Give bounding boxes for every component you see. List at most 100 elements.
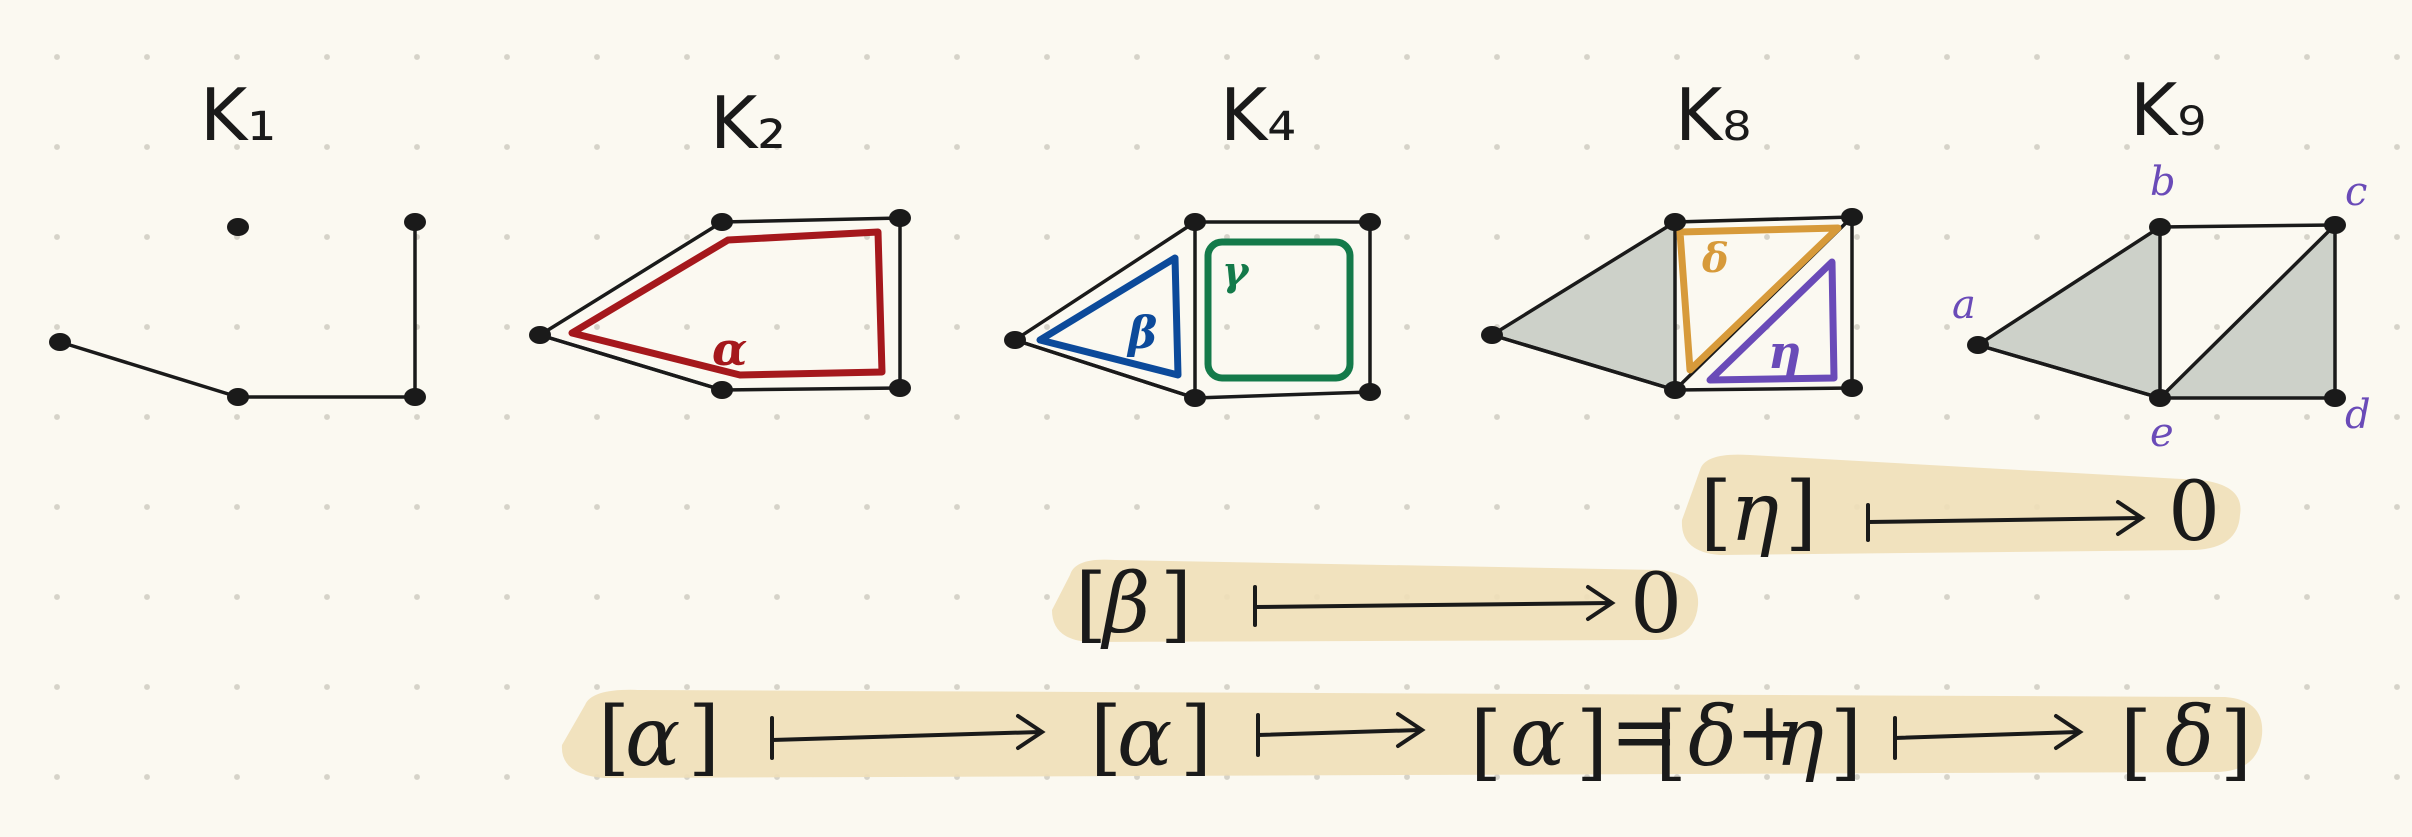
vertex [1664, 213, 1686, 231]
vertex [889, 209, 911, 227]
title-k2: K₂ [710, 81, 786, 165]
complex-k1 [49, 213, 426, 406]
filled-face [1492, 222, 1675, 390]
arrow-head [2054, 714, 2084, 750]
row1-target: 0 [2168, 465, 2220, 560]
vertex [227, 388, 249, 406]
highlight-row2 [1052, 559, 1699, 642]
edge [1013, 338, 1197, 400]
edge [1976, 343, 2162, 400]
cycle-eta [1706, 258, 1838, 384]
row3-term4: δ [2165, 690, 2214, 785]
cycle-beta [1036, 254, 1182, 379]
complex-k2: α [529, 209, 911, 399]
edge [538, 333, 724, 392]
vertex-label-d: d [2345, 392, 2371, 438]
highlight-row1 [1681, 454, 2241, 555]
bracket-close: ] [1830, 695, 1862, 790]
vertex [1841, 379, 1863, 397]
mapsto-arrow [1893, 730, 2080, 740]
bracket-open: [ [1090, 690, 1122, 785]
row3-term3-right-b: η [1775, 690, 1824, 785]
bracket-open: [ [1470, 695, 1502, 790]
bracket-close: ] [688, 690, 720, 785]
vertex [1004, 331, 1026, 349]
vertex [1841, 208, 1863, 226]
arrow-head [2116, 500, 2146, 536]
row3-term1: α [625, 690, 680, 785]
bracket-open: [ [2120, 695, 2152, 790]
title-k1: K₁ [200, 73, 276, 157]
bracket-close: ] [1785, 465, 1817, 560]
cycle-eta-label: η [1768, 325, 1801, 379]
vertex [1481, 326, 1503, 344]
vertex-e [2149, 389, 2171, 407]
equals-sign: = [1610, 685, 1679, 780]
vertex-c [2324, 216, 2346, 234]
vertex-label-a: a [1952, 282, 1976, 328]
mapsto-arrow [1253, 601, 1612, 609]
complex-k4: β γ [1004, 213, 1381, 407]
vertex [889, 379, 911, 397]
title-k8: K₈ [1675, 73, 1751, 157]
title-k4: K₄ [1220, 73, 1296, 157]
vertex-label-b: b [2150, 159, 2176, 205]
vertex [1359, 213, 1381, 231]
vertex [404, 388, 426, 406]
filled-face [1978, 227, 2160, 398]
highlight-row3 [561, 689, 2263, 778]
vertex [1664, 381, 1686, 399]
vertex-label-c: c [2345, 169, 2367, 215]
title-k9: K₉ [2130, 68, 2206, 152]
mapsto-arrow [1256, 728, 1422, 737]
vertex [49, 333, 71, 351]
row2-source: β [1100, 557, 1150, 652]
mapsto-arrow [1866, 516, 2142, 524]
plus-sign: + [1735, 685, 1804, 780]
arrow-head [1396, 712, 1426, 748]
vertex [1184, 389, 1206, 407]
bracket-open: [ [598, 690, 630, 785]
vertex-d [2324, 389, 2346, 407]
cycle-alpha [568, 228, 886, 379]
bracket-open: [ [1700, 465, 1732, 560]
arrow-head [1016, 714, 1046, 750]
complex-k9: a b c d e [1952, 159, 2371, 456]
cycle-gamma [1204, 238, 1354, 382]
vertex [711, 381, 733, 399]
mapsto-arrow [770, 730, 1042, 742]
edge [58, 340, 240, 399]
bracket-open: [ [1655, 695, 1687, 790]
vertex-label-e: e [2150, 410, 2174, 456]
map-row2: [ β ] 0 [1075, 557, 1682, 652]
vertex [1359, 383, 1381, 401]
cycle-beta-label: β [1126, 308, 1157, 359]
map-row3: [ α ] [ α ] [ α ] = [ δ + η ] [ δ ] [598, 685, 2252, 790]
k4-outline [1013, 220, 1372, 400]
row2-target: 0 [1630, 557, 1682, 652]
bracket-close: ] [2220, 695, 2252, 790]
vertex [227, 218, 249, 236]
vertex-b [2149, 218, 2171, 236]
vertex-a [1967, 336, 1989, 354]
row3-term3-right-a: δ [1688, 690, 1737, 785]
vertex [529, 326, 551, 344]
arrow-head [1586, 585, 1616, 621]
vertex [711, 213, 733, 231]
edge [2158, 223, 2337, 400]
cycle-delta [1676, 224, 1842, 374]
row1-source: η [1730, 465, 1779, 560]
highlights [561, 454, 2263, 778]
row3-term2: α [1117, 690, 1172, 785]
complex-k8: δ η [1481, 208, 1863, 399]
cycle-gamma-label: γ [1222, 248, 1250, 295]
cycle-delta-label: δ [1701, 235, 1729, 282]
cycle-alpha-label: α [712, 322, 747, 376]
vertex [1184, 213, 1206, 231]
bracket-open: [ [1075, 557, 1107, 652]
bracket-close: ] [1160, 557, 1192, 652]
edge [1490, 333, 1677, 392]
bracket-close: ] [1576, 695, 1608, 790]
map-row1: [ η ] 0 [1700, 465, 2220, 560]
